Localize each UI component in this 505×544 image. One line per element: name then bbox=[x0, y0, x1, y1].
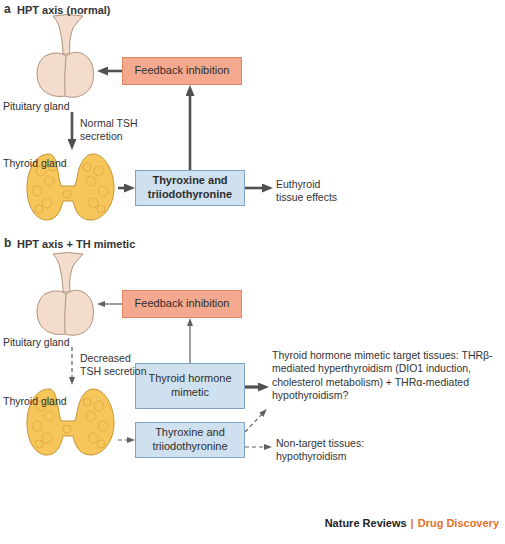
flow-arrow bbox=[189, 322, 190, 363]
journal-credit: Nature Reviews | Drug Discovery bbox=[325, 516, 499, 530]
feedback-box: Feedback inhibition bbox=[122, 57, 242, 85]
effect-arrow bbox=[245, 446, 268, 447]
box-text: Feedback inhibition bbox=[135, 297, 230, 311]
edge-label: Decreased TSH secretion bbox=[80, 352, 152, 379]
box-text: Thyroxine and triiodothyronine bbox=[142, 174, 238, 202]
panel-letter: a bbox=[4, 2, 11, 17]
effect-note: Thyroid hormone mimetic target tissues: … bbox=[272, 349, 494, 403]
feedback-box: Feedback inhibition bbox=[122, 290, 242, 318]
box-text: Thyroxine and triiodothyronine bbox=[142, 426, 238, 454]
pituitary-gland: Pituitary gland bbox=[3, 252, 97, 347]
pituitary-gland: Pituitary gland bbox=[3, 14, 97, 112]
panel-letter: b bbox=[4, 236, 11, 251]
panel-title: HPT axis + TH mimetic bbox=[17, 237, 135, 251]
effect-arrow bbox=[245, 412, 264, 432]
mimetic-box: Thyroid hormone mimetic bbox=[135, 363, 245, 409]
edge-label: Normal TSH secretion bbox=[80, 117, 144, 144]
flow-arrow bbox=[71, 347, 72, 381]
organ-label: Pituitary gland bbox=[3, 100, 70, 113]
journal-name: Drug Discovery bbox=[418, 516, 499, 530]
effect-note: Non-target tissues: hypothyroidism bbox=[276, 437, 386, 464]
flow-arrow bbox=[104, 70, 122, 73]
flow-arrow bbox=[118, 187, 128, 190]
flow-arrow bbox=[189, 92, 192, 170]
separator: | bbox=[411, 516, 414, 530]
effect-note: Euthyroid tissue effects bbox=[276, 178, 348, 205]
flow-arrow bbox=[71, 112, 74, 143]
effect-arrow bbox=[245, 385, 262, 388]
organ-label: Pituitary gland bbox=[3, 336, 70, 349]
effect-arrow bbox=[245, 187, 266, 190]
journal-name: Nature Reviews bbox=[325, 516, 407, 530]
panel-title: HPT axis (normal) bbox=[17, 3, 111, 17]
thyroid-gland: Thyroid gland bbox=[3, 150, 118, 222]
thyroid-gland: Thyroid gland bbox=[3, 385, 118, 455]
pituitary-illustration bbox=[37, 253, 94, 336]
box-text: Feedback inhibition bbox=[135, 64, 230, 78]
box-text: Thyroid hormone mimetic bbox=[142, 372, 238, 400]
flow-arrow bbox=[118, 439, 131, 440]
organ-label: Thyroid gland bbox=[3, 395, 67, 408]
flow-arrow bbox=[101, 303, 122, 304]
pituitary-illustration bbox=[37, 15, 94, 98]
organ-label: Thyroid gland bbox=[3, 157, 67, 170]
hormone-box: Thyroxine and triiodothyronine bbox=[135, 422, 245, 458]
hormone-box: Thyroxine and triiodothyronine bbox=[135, 170, 245, 206]
